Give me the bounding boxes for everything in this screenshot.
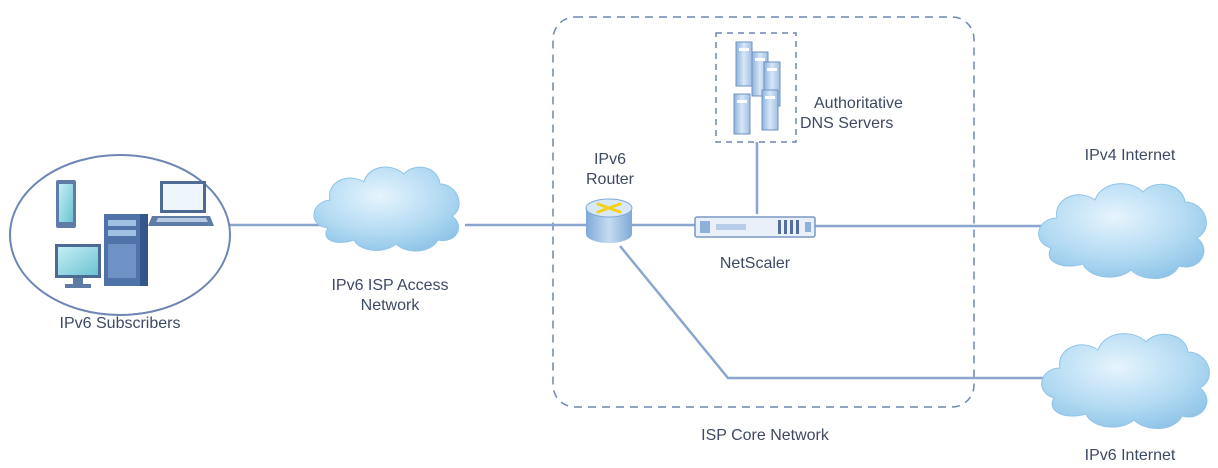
access-network-label-line1: IPv6 ISP Access <box>331 277 449 294</box>
laptop-icon <box>148 181 214 226</box>
tablet-icon <box>56 180 76 228</box>
monitor-icon <box>55 244 101 288</box>
dns-servers-label-line1: Authoritative <box>814 95 903 112</box>
router-label-line2: Router <box>585 171 635 188</box>
ipv6-internet-label: IPv6 Internet <box>1084 447 1176 464</box>
tower-pc-icon <box>104 214 148 286</box>
ipv6-internet-cloud <box>1041 333 1210 429</box>
router-label: IPv6 Router <box>570 150 650 190</box>
access-network-label: IPv6 ISP Access Network <box>310 276 470 316</box>
ipv4-internet-cloud <box>1038 183 1207 279</box>
netscaler-label: NetScaler <box>719 255 791 272</box>
netscaler-appliance-icon <box>694 216 816 238</box>
dns-servers-boundary <box>715 32 797 143</box>
router-icon <box>585 198 633 243</box>
access-network-cloud <box>313 166 460 252</box>
access-network-label-line2: Network <box>360 297 420 314</box>
dns-servers-label: Authoritative DNS Servers <box>800 94 930 134</box>
dns-servers-icon <box>733 41 781 135</box>
core-network-boundary <box>552 16 975 408</box>
ipv4-internet-label: IPv4 Internet <box>1084 147 1176 164</box>
core-network-label: ISP Core Network <box>701 427 829 444</box>
router-label-line1: IPv6 <box>593 151 626 168</box>
dns-servers-label-line2: DNS Servers <box>800 115 894 132</box>
link-router-ipv6-internet <box>619 245 1046 380</box>
subscribers-label: IPv6 Subscribers <box>59 315 181 332</box>
